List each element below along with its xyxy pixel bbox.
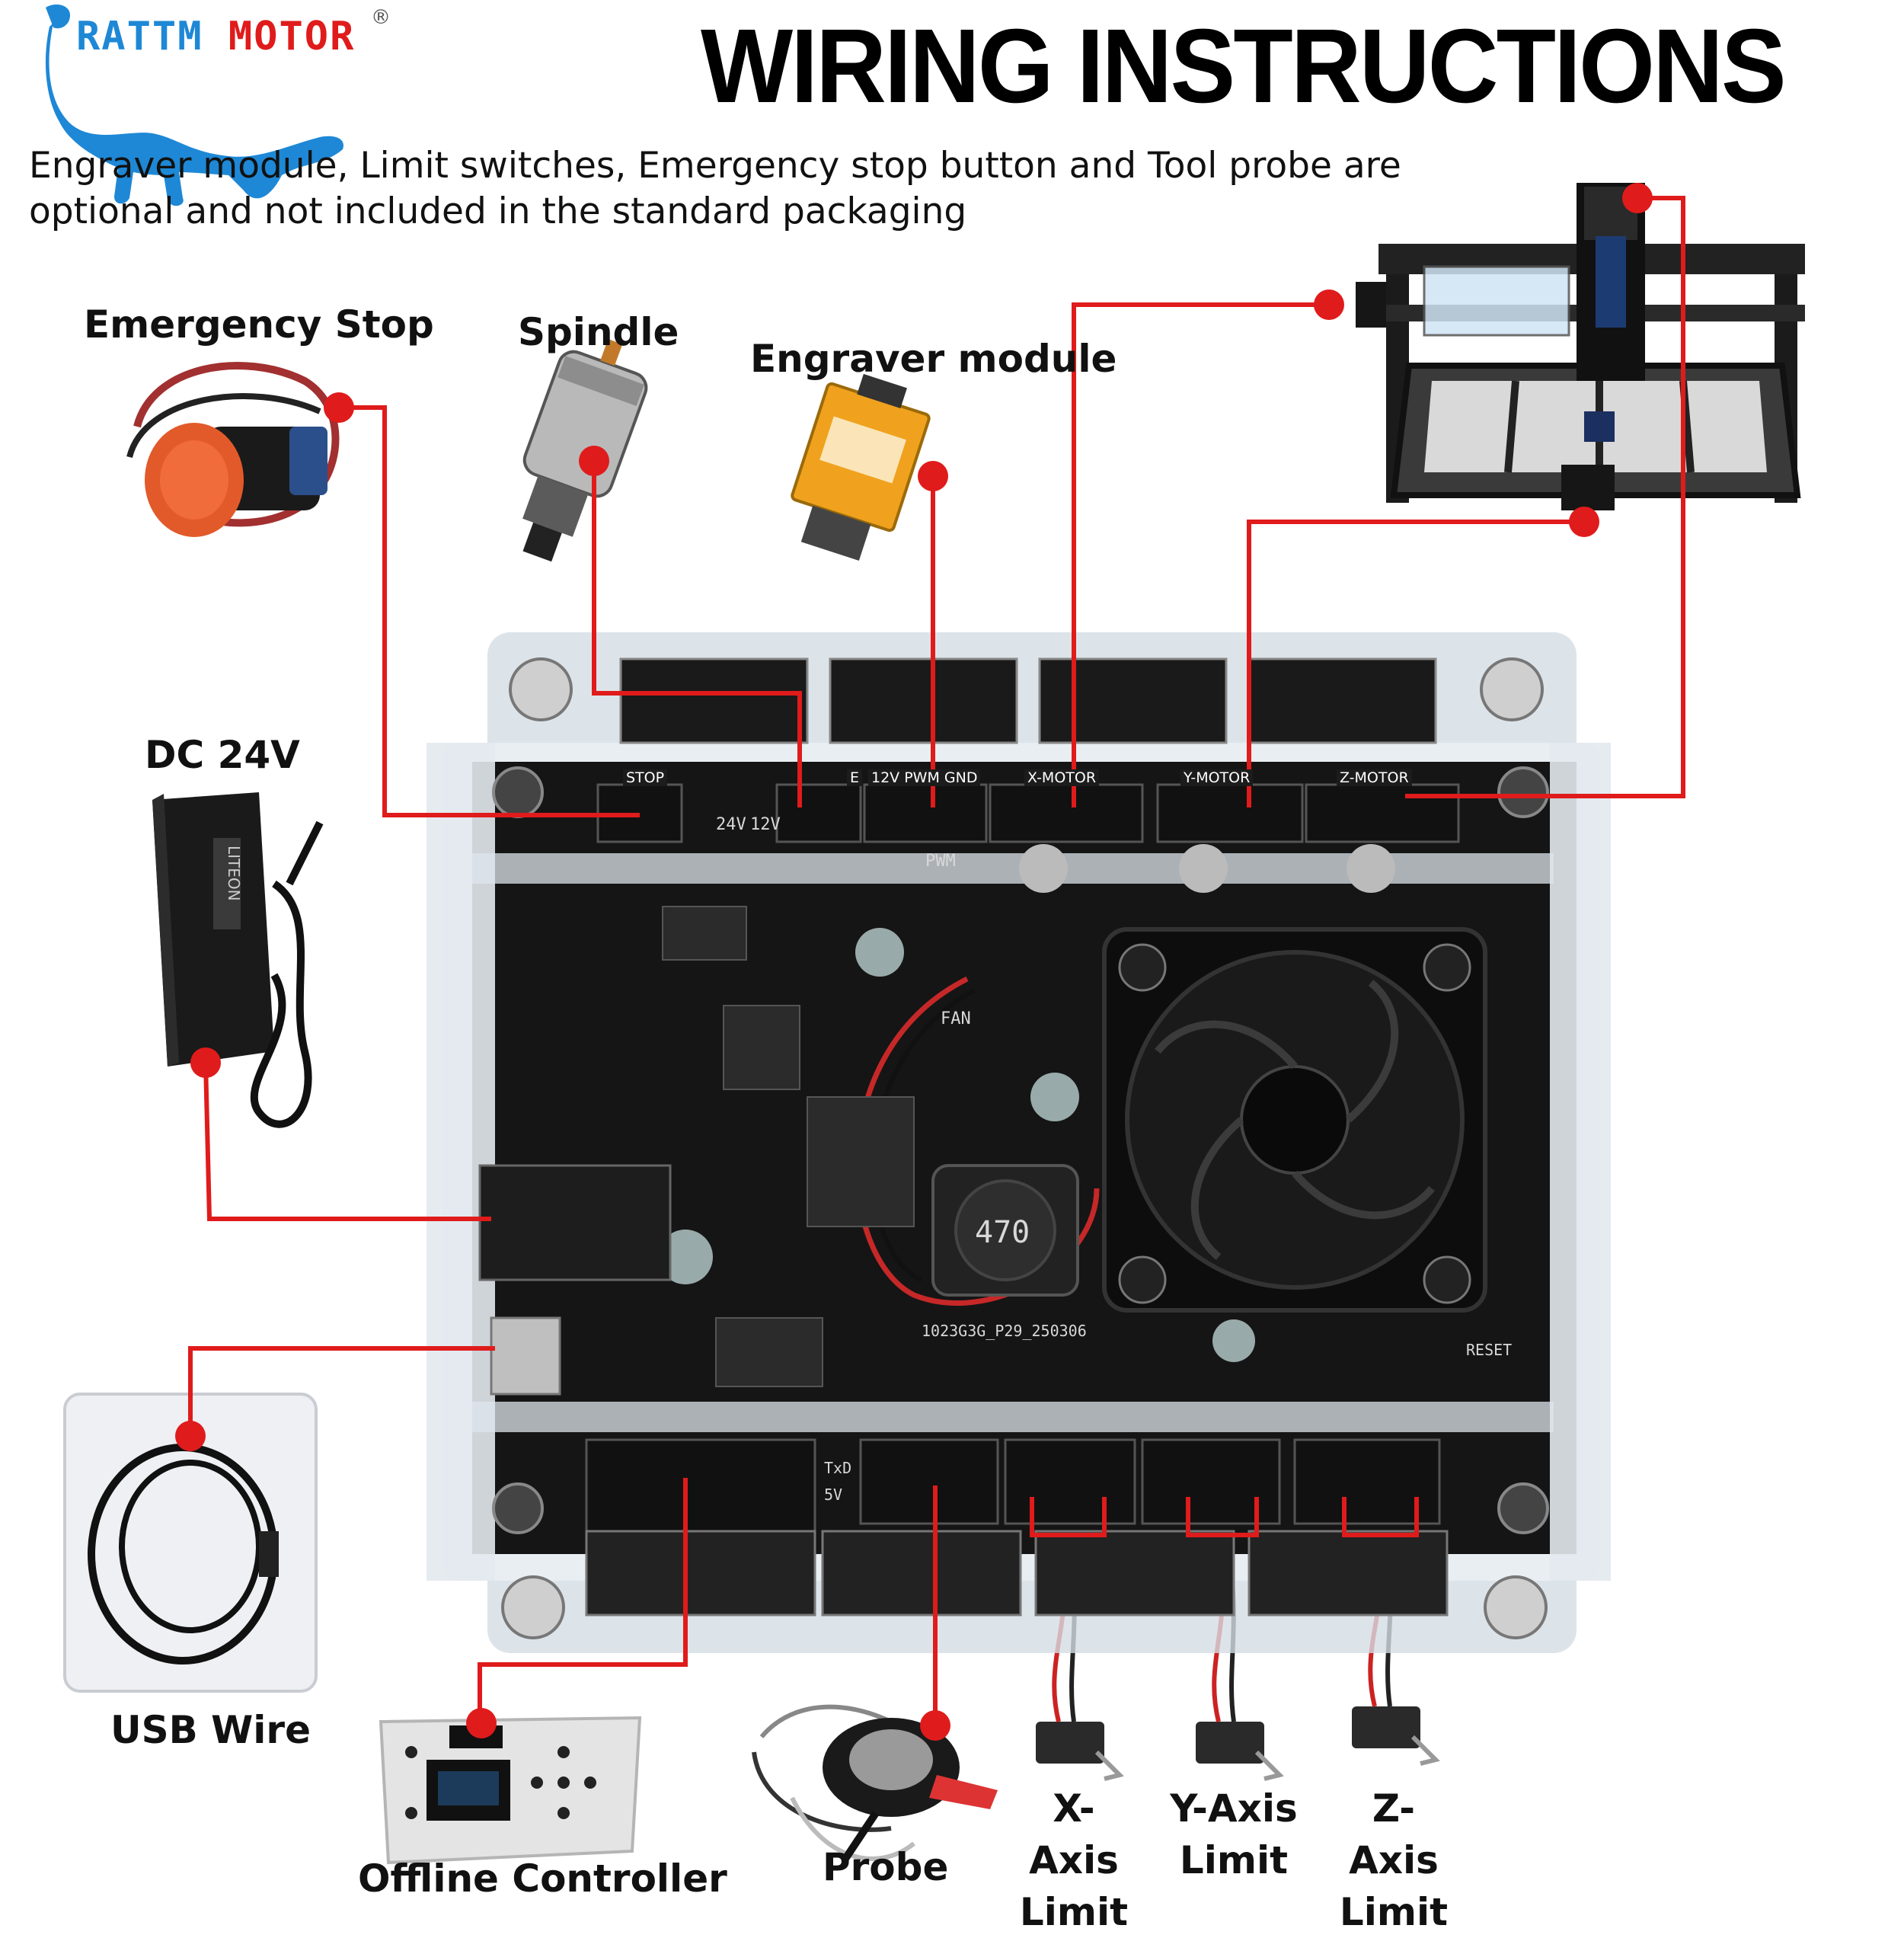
silk-reset: RESET [1466, 1341, 1513, 1359]
connector-label-x-motor: X-MOTOR [1024, 769, 1100, 786]
silk-5v: 5V [824, 1485, 843, 1504]
dot-z-motor [1622, 183, 1653, 213]
controller-board-image [426, 632, 1611, 1653]
connector-label-z-motor: Z-MOTOR [1337, 769, 1412, 786]
label-offline-controller: Offline Controller [358, 1856, 727, 1901]
silk-pwm: PWM [925, 852, 956, 871]
wire-z-limit [1342, 1497, 1419, 1537]
label-x-axis-limit-line1: X-Axis [1029, 1786, 1119, 1882]
wire-usb [188, 1346, 495, 1436]
label-z-axis-limit: Z-Axis Limit [1329, 1783, 1458, 1938]
brand-name-red: MOTOR [228, 14, 356, 59]
page-title: WIRING INSTRUCTIONS [701, 8, 1787, 125]
spindle-image [522, 339, 648, 562]
dc-power-adapter-image: LITEON [152, 792, 324, 1128]
wire-z-motor [1405, 196, 1685, 798]
registered-mark: ® [371, 6, 391, 29]
brand-name-blue: RATTM [76, 14, 203, 59]
dot-y-motor [1569, 507, 1599, 537]
dot-engraver [918, 461, 948, 491]
wire-spindle [592, 461, 802, 808]
wire-x-motor [1072, 302, 1329, 808]
wire-dc-24v [203, 1062, 491, 1221]
dot-spindle [579, 446, 609, 476]
label-dc-24v: DC 24V [145, 733, 300, 777]
dot-x-motor [1314, 289, 1344, 320]
adapter-brand-text: LITEON [225, 846, 243, 901]
dot-emergency-stop [324, 392, 354, 423]
dot-offline-controller [466, 1708, 497, 1738]
silk-txd: TxD [824, 1459, 852, 1477]
dot-dc-24v [190, 1047, 221, 1078]
wire-emergency-stop [339, 405, 640, 817]
usb-wire-image [63, 1393, 318, 1693]
connector-label-y-motor: Y-MOTOR [1180, 769, 1254, 786]
label-usb-wire: USB Wire [110, 1708, 311, 1752]
silk-inductor: 470 [975, 1215, 1030, 1250]
label-y-axis-limit-line1: Y-Axis [1170, 1786, 1298, 1831]
connector-label-spindle: E [847, 769, 863, 786]
packaging-note: Engraver module, Limit switches, Emergen… [29, 145, 1401, 232]
silk-fan: FAN [941, 1009, 971, 1028]
label-y-axis-limit: Y-Axis Limit [1169, 1783, 1299, 1886]
brand-name: RATTM MOTOR [76, 14, 355, 59]
label-probe: Probe [823, 1845, 949, 1889]
cnc-machine-image [1356, 183, 1805, 510]
emergency-stop-image [126, 362, 340, 537]
silk-board-id: 1023G3G_P29_250306 [922, 1322, 1087, 1340]
dot-probe [920, 1710, 950, 1741]
label-z-axis-limit-line1: Z-Axis [1349, 1786, 1439, 1882]
label-spindle: Spindle [518, 310, 679, 354]
label-emergency-stop: Emergency Stop [84, 302, 434, 347]
wire-y-limit [1186, 1497, 1259, 1537]
label-engraver-module: Engraver module [750, 337, 1117, 381]
label-z-axis-limit-line2: Limit [1339, 1890, 1449, 1934]
silk-12v: 12V [750, 815, 781, 834]
wire-x-limit [1030, 1497, 1107, 1537]
dot-usb [175, 1421, 206, 1451]
connector-label-laser: 12V PWM GND [868, 769, 981, 786]
offline-controller-image [379, 1716, 642, 1865]
probe-image [752, 1704, 998, 1861]
label-y-axis-limit-line2: Limit [1179, 1838, 1289, 1882]
wiring-lines [188, 196, 1685, 1725]
label-x-axis-limit-line2: Limit [1019, 1890, 1129, 1934]
wire-y-motor [1247, 520, 1580, 808]
wiring-dots [175, 183, 1653, 1741]
label-x-axis-limit: X-Axis Limit [1009, 1783, 1139, 1938]
silk-24v: 24V [716, 815, 746, 834]
wire-offline-controller [478, 1478, 688, 1723]
connector-label-stop: STOP [623, 769, 668, 786]
engraver-module-image [791, 373, 931, 561]
